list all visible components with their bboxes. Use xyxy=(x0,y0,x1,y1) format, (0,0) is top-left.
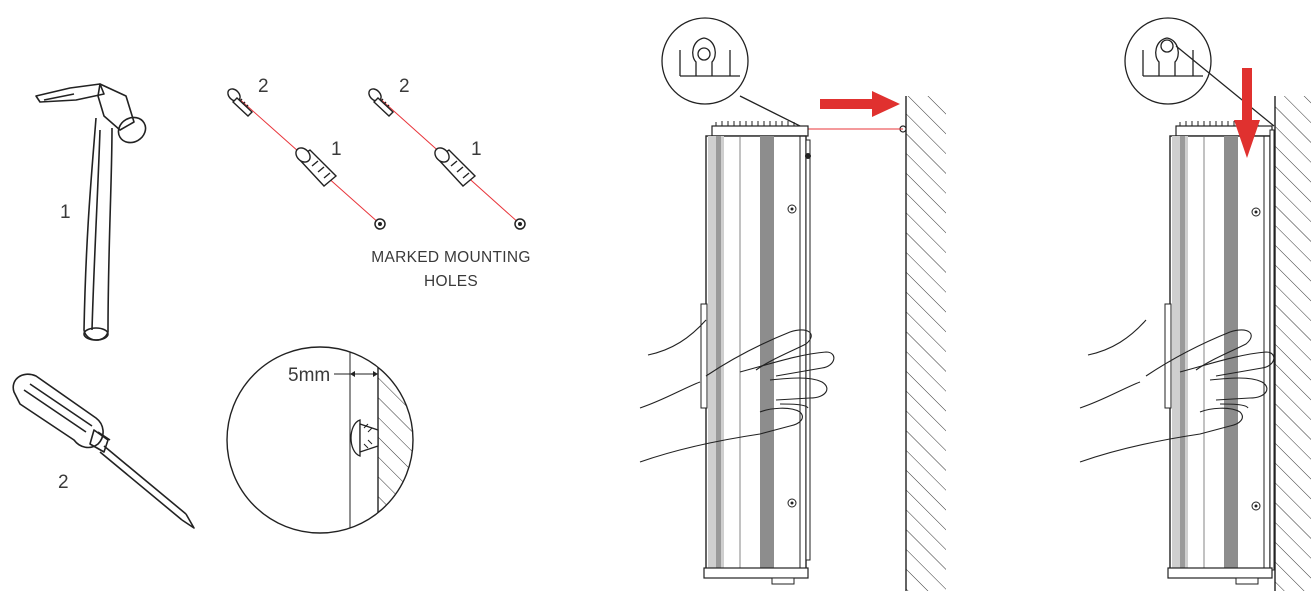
screw-icon xyxy=(227,88,254,117)
mounting-hole-icon xyxy=(374,218,386,230)
hand-icon xyxy=(1079,319,1275,463)
screw-icon xyxy=(368,88,395,117)
air-curtain-unit xyxy=(700,121,811,585)
screwdriver-number: 2 xyxy=(58,472,69,493)
mounting-hole-icon xyxy=(514,218,526,230)
wall xyxy=(905,96,946,591)
plug-number: 1 xyxy=(331,139,342,160)
screw-number: 2 xyxy=(258,76,269,97)
keyhole-detail-circle xyxy=(1124,17,1275,127)
hand-icon xyxy=(639,319,835,463)
push-down-arrow xyxy=(1234,68,1260,158)
wall-plug-icon xyxy=(434,147,477,187)
holes-caption-line2: HOLES xyxy=(424,273,478,290)
holes-caption-line1: MARKED MOUNTING xyxy=(371,249,531,266)
gap-dimension-label: 5mm xyxy=(288,365,330,386)
keyhole-detail-circle xyxy=(661,17,807,130)
wall-plug-icon xyxy=(295,147,338,187)
wall xyxy=(1274,96,1311,591)
hammer-number: 1 xyxy=(60,202,71,223)
move-right-arrow xyxy=(820,91,900,117)
hammer-icon xyxy=(35,83,147,341)
gap-detail-circle xyxy=(226,346,414,534)
screw-number: 2 xyxy=(399,76,410,97)
air-curtain-unit xyxy=(1164,121,1275,585)
plug-number: 1 xyxy=(471,139,482,160)
screwdriver-icon xyxy=(12,373,195,529)
